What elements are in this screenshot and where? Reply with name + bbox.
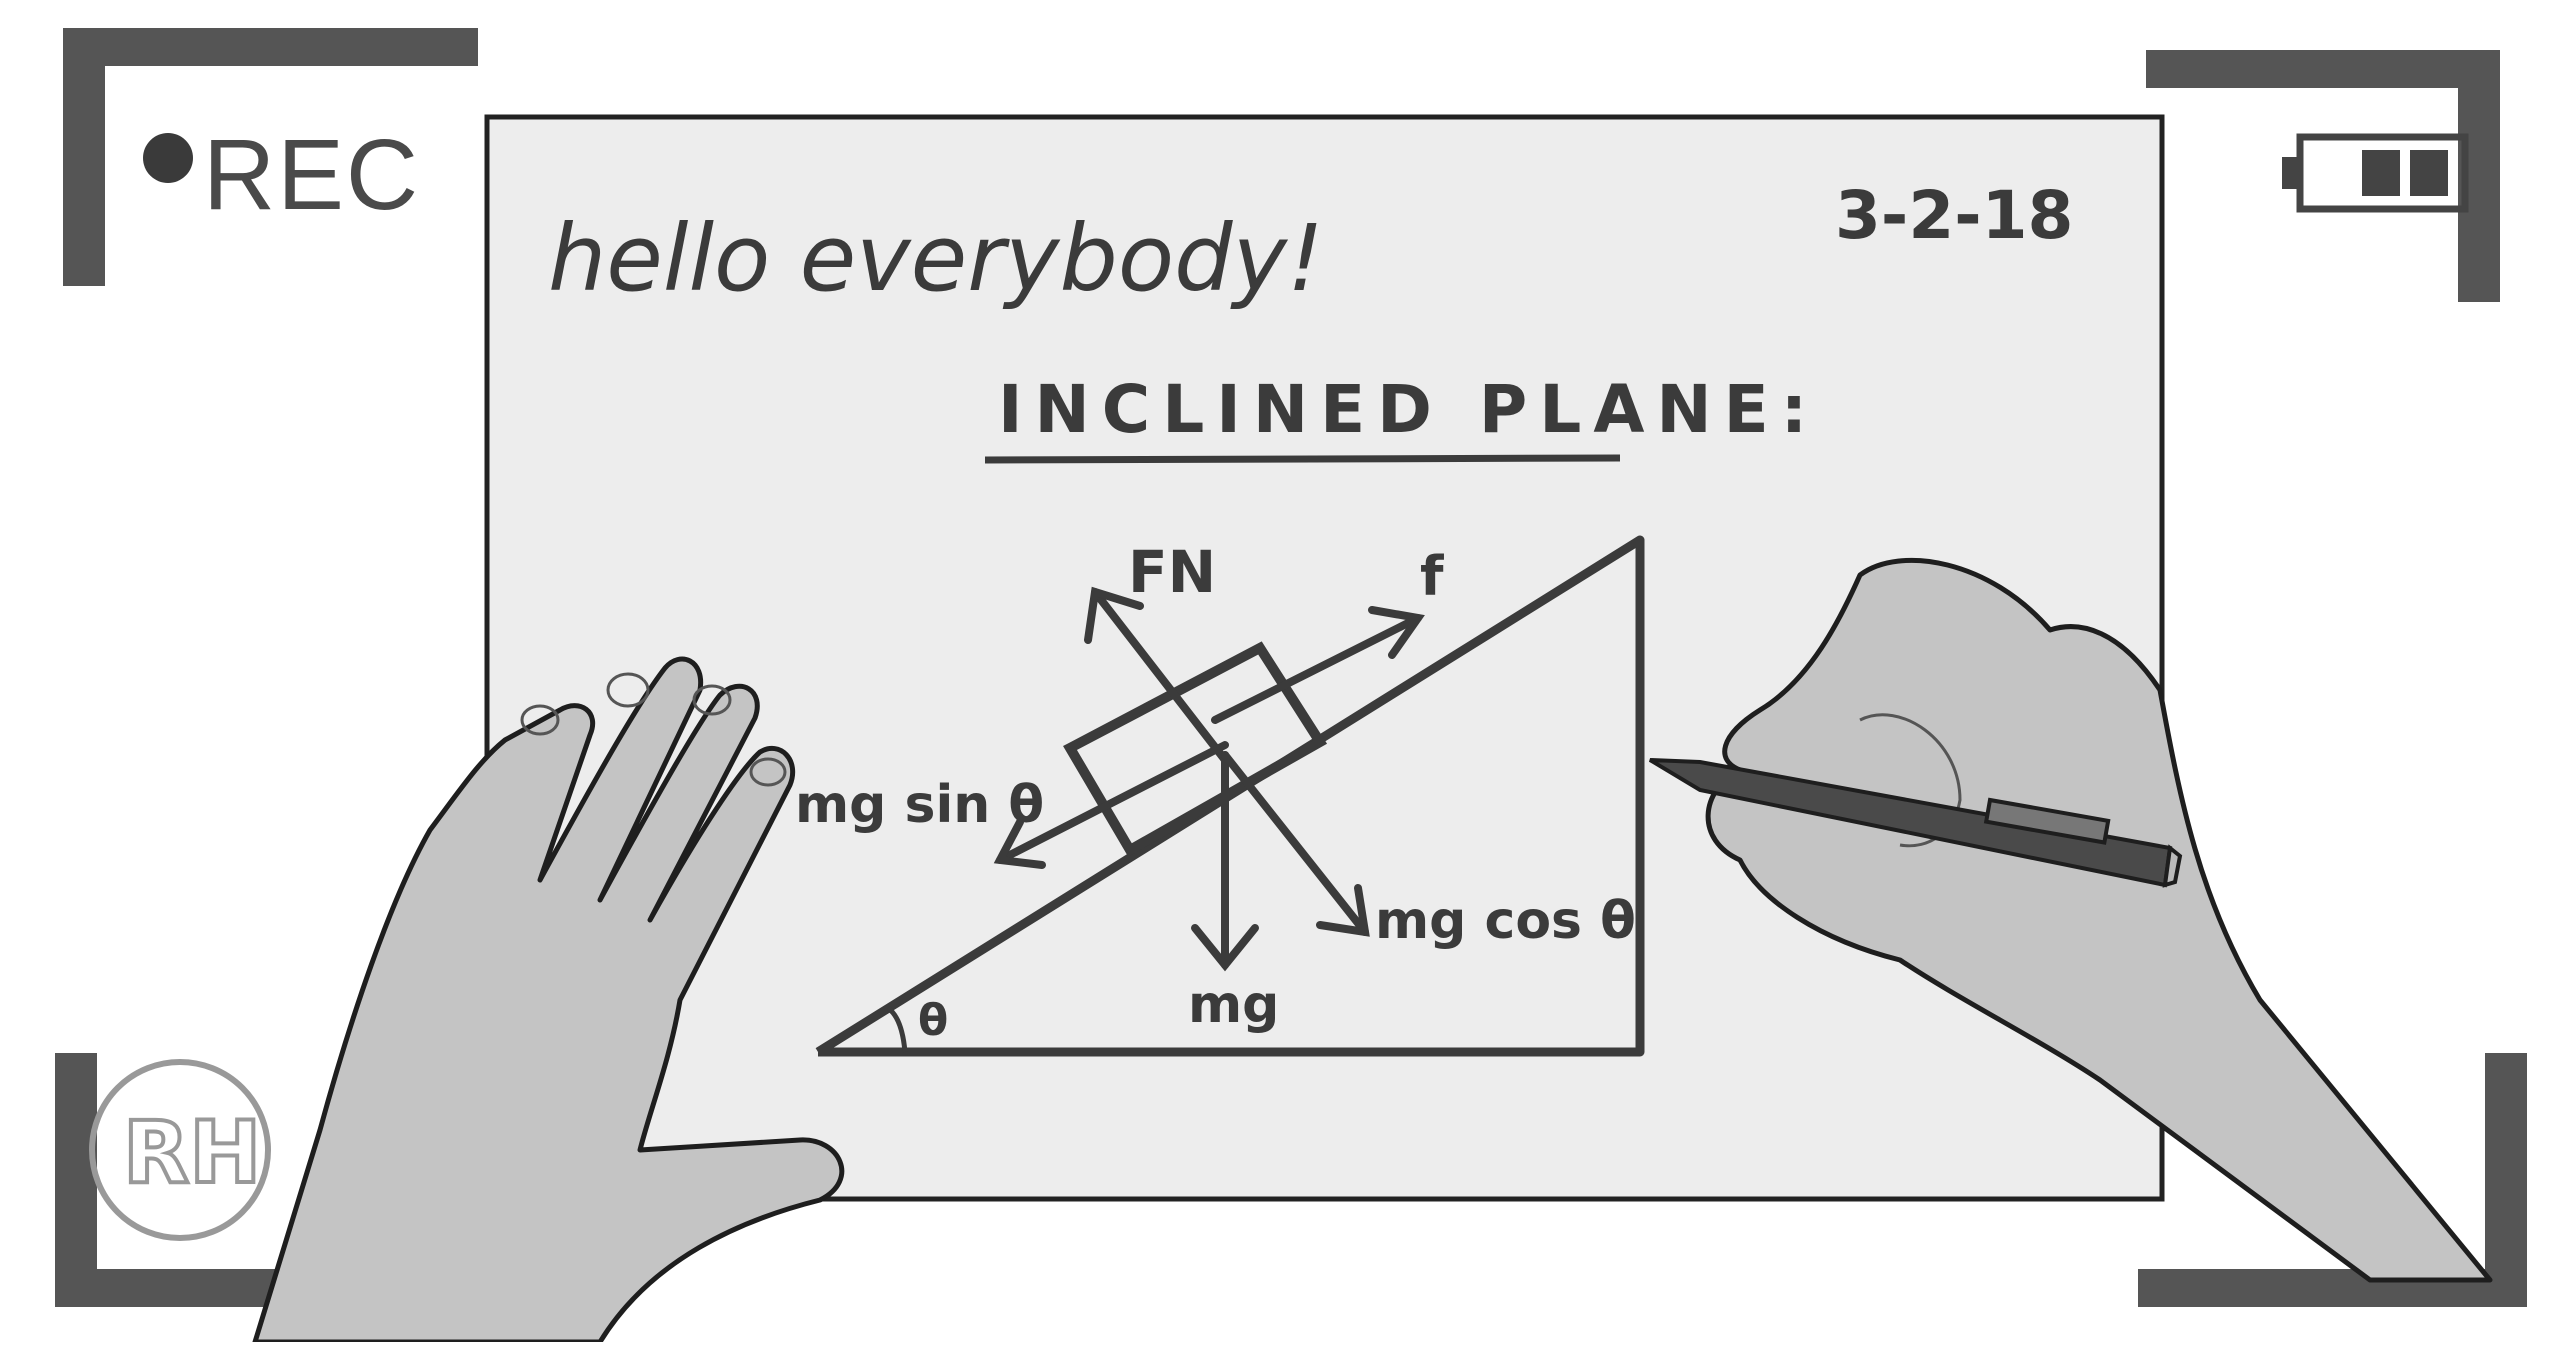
label-mg: mg bbox=[1188, 975, 1279, 1035]
left-hand bbox=[252, 656, 845, 1345]
pen bbox=[1648, 758, 2183, 888]
angle-arc bbox=[886, 1005, 908, 1053]
watermark: RH bbox=[89, 1059, 271, 1241]
watermark-initials: RH bbox=[123, 1103, 261, 1203]
recording-dot-icon bbox=[143, 133, 193, 183]
label-theta: θ bbox=[918, 995, 948, 1046]
greeting-text: hello everybody! bbox=[548, 205, 1324, 312]
right-hand bbox=[1705, 557, 2493, 1283]
date-text: 3-2-18 bbox=[1835, 177, 2073, 254]
label-normal-force: FN bbox=[1128, 538, 1216, 606]
label-mg-sin-theta: mg sin θ bbox=[795, 775, 1044, 835]
label-friction: f bbox=[1420, 545, 1444, 608]
rec-label: REC bbox=[203, 119, 421, 231]
battery-icon bbox=[2282, 133, 2469, 213]
page-title: INCLINED PLANE: bbox=[998, 371, 1819, 448]
label-mg-cos-theta: mg cos θ bbox=[1375, 891, 1636, 951]
title-underline bbox=[984, 454, 1621, 464]
force-arrows bbox=[993, 586, 1425, 972]
block bbox=[1063, 641, 1328, 857]
